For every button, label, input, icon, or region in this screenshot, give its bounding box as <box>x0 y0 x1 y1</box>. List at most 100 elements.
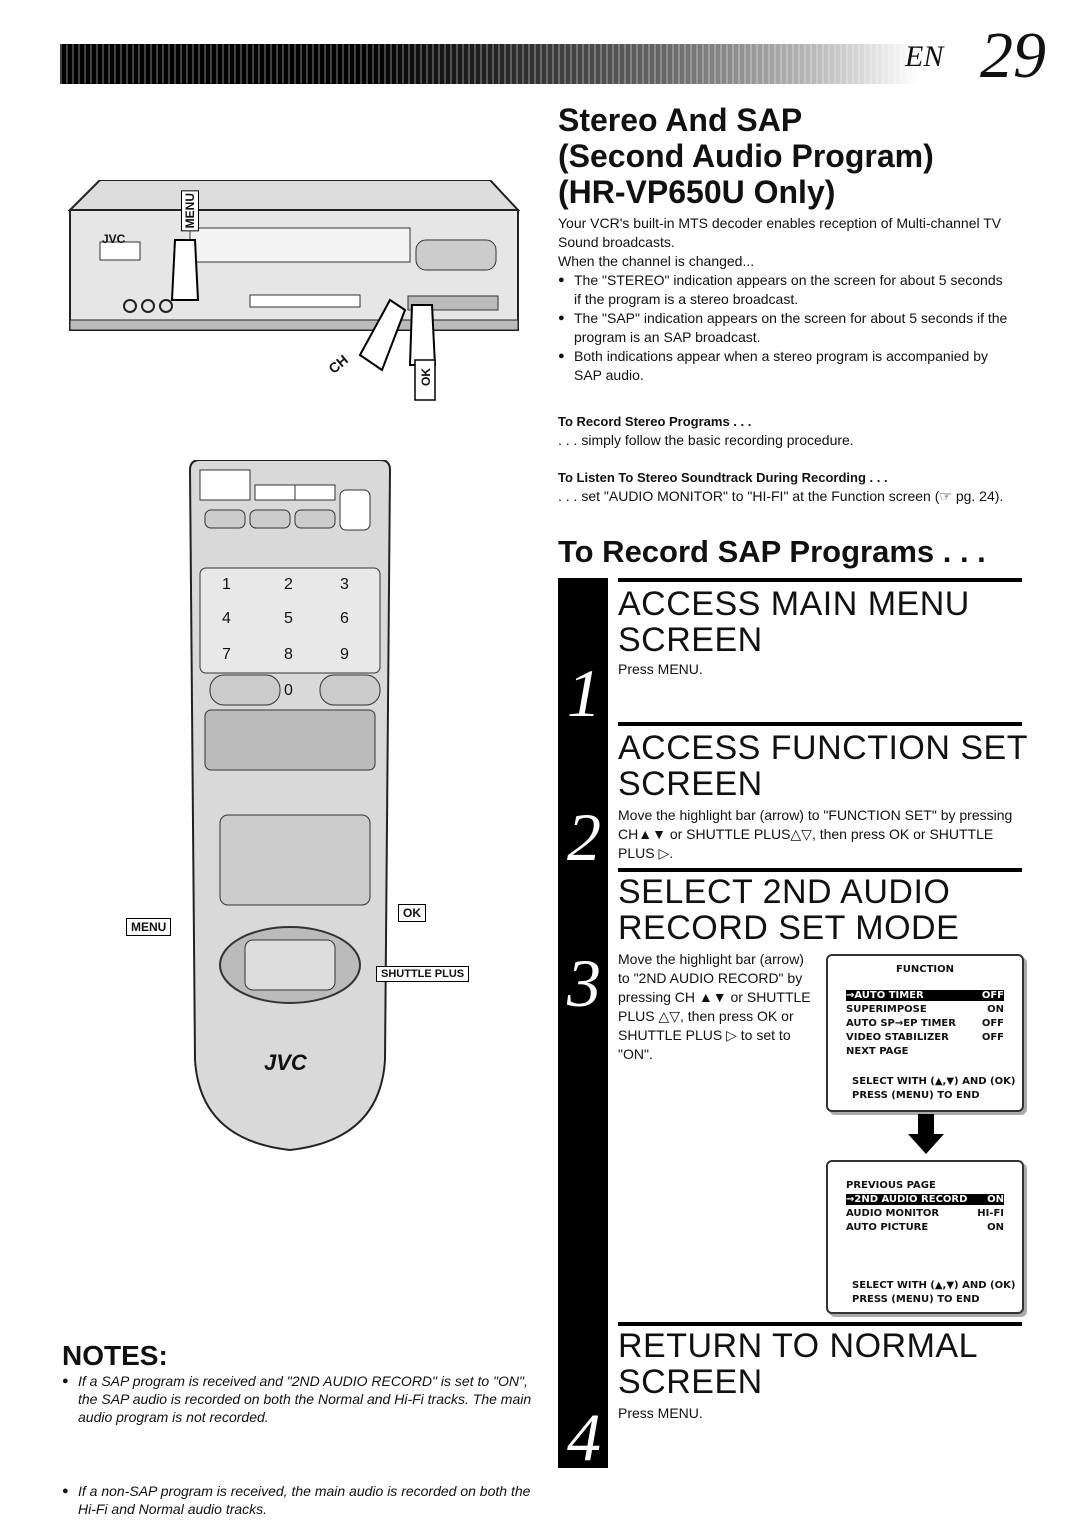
remote-menu-callout: MENU <box>126 918 172 936</box>
record-stereo-heading: To Record Stereo Programs . . . <box>558 414 752 429</box>
osd-row-value: ON <box>987 1222 1004 1233</box>
osd-row-label: SUPERIMPOSE <box>846 1004 927 1015</box>
osd-row-value: OFF <box>981 990 1004 1001</box>
intro-paragraph: Your VCR's built-in MTS decoder enables … <box>558 215 1002 250</box>
step-4-text: Press MENU. <box>618 1405 703 1421</box>
title-line-1: Stereo And SAP <box>558 102 803 138</box>
remote-key-0[interactable]: 0 <box>284 682 293 699</box>
step-1-text: Press MENU. <box>618 661 703 677</box>
remote-key-5[interactable]: 5 <box>284 610 293 627</box>
osd-title: FUNCTION <box>895 964 955 975</box>
notes-title: NOTES: <box>62 1340 168 1371</box>
remote-key-2[interactable]: 2 <box>284 576 293 593</box>
step-number: 3 <box>567 945 601 1021</box>
step-2-text: Move the highlight bar (arrow) to "FUNCT… <box>618 807 1013 861</box>
step-title-line: SCREEN <box>618 1363 763 1401</box>
step-title-line: SCREEN <box>618 765 763 803</box>
intro: Your VCR's built-in MTS decoder enables … <box>558 214 1008 385</box>
intro-when: When the channel is changed... <box>558 253 755 269</box>
osd-row-label: AUTO PICTURE <box>846 1222 929 1233</box>
vcr-ok-label: OK <box>419 368 433 386</box>
language-label: EN <box>905 40 944 73</box>
vcr-menu-label: MENU <box>181 190 199 232</box>
listen-stereo-heading: To Listen To Stereo Soundtrack During Re… <box>558 470 888 485</box>
remote-ok-callout: OK <box>398 904 426 922</box>
remote-brand: JVC <box>264 1050 307 1075</box>
osd-row-label: PREVIOUS PAGE <box>846 1180 936 1191</box>
step-rule <box>618 1322 1022 1326</box>
osd-row: AUTO SP→EP TIMER OFF <box>846 1018 1004 1029</box>
remote-illustration <box>188 460 392 1152</box>
header-bar <box>60 44 920 84</box>
remote-shuttle-callout: SHUTTLE PLUS <box>376 966 470 982</box>
sap-heading: To Record SAP Programs . . . <box>558 534 986 569</box>
osd-footer-2: PRESS (MENU) TO END <box>852 1090 980 1101</box>
step-number: 1 <box>567 655 601 731</box>
step-2-title: ACCESS FUNCTION SET SCREEN <box>618 730 1028 802</box>
osd-row-value: ON <box>987 1194 1004 1205</box>
step-number: 4 <box>567 1399 601 1475</box>
osd-row-value: HI-FI <box>977 1208 1004 1219</box>
step-title-line: ACCESS FUNCTION SET <box>618 729 1028 767</box>
step-title-line: RETURN TO NORMAL <box>618 1327 979 1365</box>
osd-footer-1: SELECT WITH (▲,▼) AND (OK) <box>852 1280 1016 1291</box>
step-title-line: SELECT 2ND AUDIO <box>618 873 951 911</box>
remote-key-6[interactable]: 6 <box>340 610 349 627</box>
osd-row-label: →2ND AUDIO RECORD <box>846 1194 968 1205</box>
osd-row: AUDIO MONITOR HI-FI <box>846 1208 1004 1219</box>
osd-row-label: AUTO SP→EP TIMER <box>846 1018 956 1029</box>
page-number: 29 <box>980 19 1046 92</box>
step-column <box>558 578 608 1468</box>
vcr-brand: JVC <box>102 232 126 246</box>
osd-row-label: NEXT PAGE <box>846 1046 909 1057</box>
step-3-title: SELECT 2ND AUDIO RECORD SET MODE <box>618 874 959 946</box>
osd-row-value: ON <box>987 1004 1004 1015</box>
record-stereo-section: To Record Stereo Programs . . . . . . si… <box>558 412 1018 450</box>
down-arrow-icon <box>908 1114 944 1154</box>
remote-key-1[interactable]: 1 <box>222 576 231 593</box>
osd-function-screen: FUNCTION →AUTO TIMER OFF SUPERIMPOSE ON AU… <box>826 954 1024 1112</box>
listen-stereo-text: . . . set "AUDIO MONITOR" to "HI-FI" at … <box>558 488 1004 504</box>
page-title: Stereo And SAP (Second Audio Program) (H… <box>558 102 934 210</box>
osd-row-highlight: →AUTO TIMER OFF <box>846 990 1004 1001</box>
note-item: If a SAP program is received and "2ND AU… <box>62 1372 538 1426</box>
step-4-title: RETURN TO NORMAL SCREEN <box>618 1328 978 1400</box>
osd-row: SUPERIMPOSE ON <box>846 1004 1004 1015</box>
osd-row-value: OFF <box>981 1032 1004 1043</box>
intro-bullet: Both indications appear when a stereo pr… <box>558 347 1008 385</box>
record-stereo-text: . . . simply follow the basic recording … <box>558 432 854 448</box>
osd-row: NEXT PAGE <box>846 1046 1004 1057</box>
osd-row-label: VIDEO STABILIZER <box>846 1032 949 1043</box>
osd-row-label: →AUTO TIMER <box>846 990 924 1001</box>
step-rule <box>618 868 1022 872</box>
step-rule <box>618 722 1022 726</box>
osd-row: AUTO PICTURE ON <box>846 1222 1004 1233</box>
osd-row-label: AUDIO MONITOR <box>846 1208 940 1219</box>
osd-row: VIDEO STABILIZER OFF <box>846 1032 1004 1043</box>
osd-footer-2: PRESS (MENU) TO END <box>852 1294 980 1305</box>
osd-function-screen-2: PREVIOUS PAGE →2ND AUDIO RECORD ON AUDIO … <box>826 1160 1024 1314</box>
remote-key-8[interactable]: 8 <box>284 646 293 663</box>
listen-stereo-section: To Listen To Stereo Soundtrack During Re… <box>558 468 1018 506</box>
intro-bullet: The "SAP" indication appears on the scre… <box>558 309 1008 347</box>
step-title-line: SCREEN <box>618 621 763 659</box>
step-title-line: ACCESS MAIN MENU <box>618 585 970 623</box>
remote-key-9[interactable]: 9 <box>340 646 349 663</box>
note-item: If a non-SAP program is received, the ma… <box>62 1482 538 1518</box>
title-line-3: (HR-VP650U Only) <box>558 174 836 210</box>
osd-row-value: OFF <box>981 1018 1004 1029</box>
remote-key-7[interactable]: 7 <box>222 646 231 663</box>
remote-key-3[interactable]: 3 <box>340 576 349 593</box>
step-1-title: ACCESS MAIN MENU SCREEN <box>618 586 970 658</box>
step-title-line: RECORD SET MODE <box>618 909 960 947</box>
step-rule <box>618 578 1022 582</box>
intro-bullet: The "STEREO" indication appears on the s… <box>558 271 1008 309</box>
osd-row-highlight: →2ND AUDIO RECORD ON <box>846 1194 1004 1205</box>
remote-key-4[interactable]: 4 <box>222 610 231 627</box>
osd-footer-1: SELECT WITH (▲,▼) AND (OK) <box>852 1076 1016 1087</box>
title-line-2: (Second Audio Program) <box>558 138 934 174</box>
step-3-text: Move the highlight bar (arrow) to "2ND A… <box>618 951 811 1062</box>
step-number: 2 <box>567 799 601 875</box>
vcr-illustration <box>67 180 521 401</box>
osd-row: PREVIOUS PAGE <box>846 1180 1004 1191</box>
